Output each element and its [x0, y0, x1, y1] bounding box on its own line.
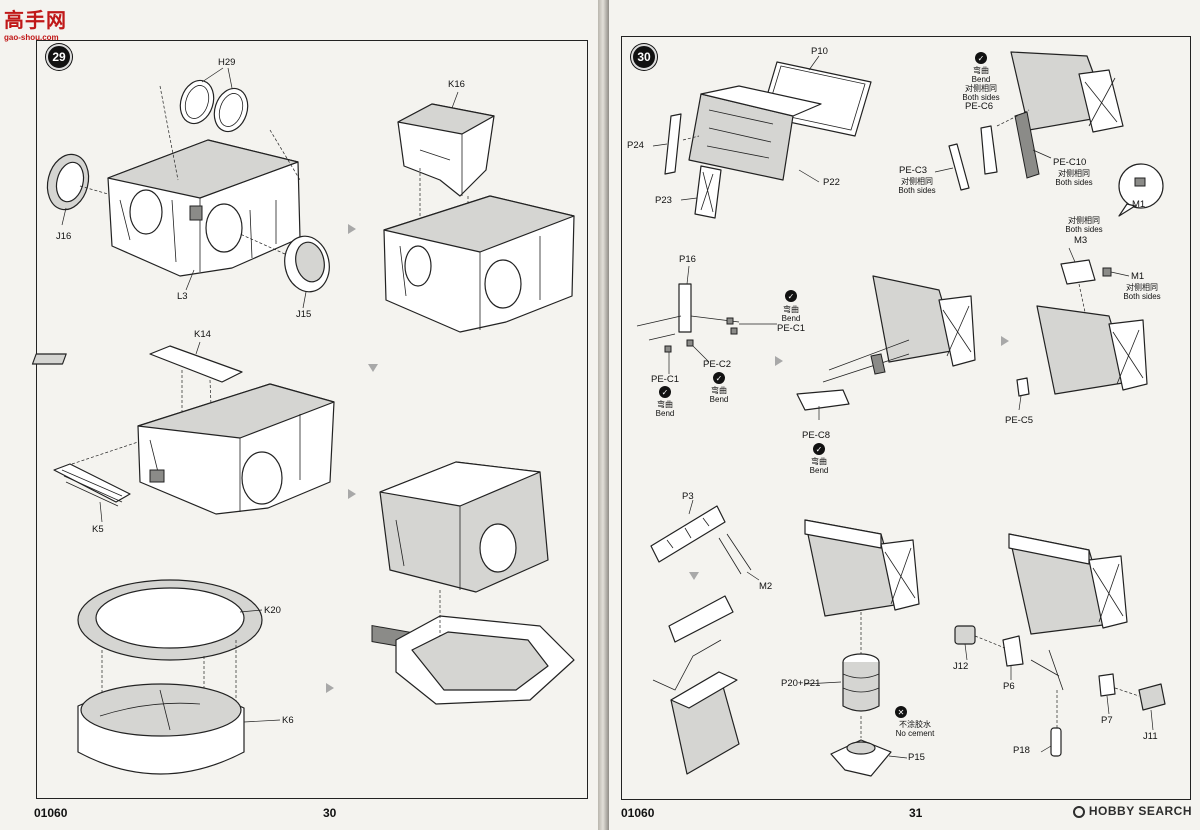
label-pe-c5: PE-C5	[1005, 415, 1033, 426]
stowage-box-top	[652, 55, 872, 219]
part-k16	[397, 91, 495, 232]
part-j15	[239, 233, 330, 309]
watermark-site-name: 高手网	[4, 8, 67, 32]
page-frame	[36, 40, 588, 799]
catalog-number-right: 01060	[621, 806, 655, 820]
binding-gutter	[598, 0, 609, 830]
arrow-down-icon	[368, 364, 378, 372]
no-cement-icon: ✕	[895, 706, 907, 718]
label-l3: L3	[177, 291, 188, 302]
catalog-number-left: 01060	[34, 806, 68, 820]
label-h29: H29	[218, 57, 236, 68]
label-j12: J12	[953, 661, 969, 672]
arrow-right-icon	[1001, 336, 1009, 346]
arrow-right-icon	[775, 356, 783, 366]
part-k6	[77, 683, 281, 775]
check-circle-icon: ✓	[813, 443, 825, 455]
label-p20-p21: P20+P21	[781, 678, 821, 689]
stowage-box-top-right	[934, 51, 1124, 191]
hobby-search-watermark: HOBBY SEARCH	[1072, 804, 1192, 818]
watermark-logo: 高手网 gao-shou.com	[4, 4, 67, 42]
page-number-left: 30	[323, 806, 337, 820]
label-p23: P23	[655, 195, 672, 206]
arrow-down-icon	[689, 572, 699, 580]
label-j16: J16	[56, 231, 72, 242]
label-p22: P22	[823, 177, 840, 188]
label-k5: K5	[92, 524, 104, 535]
label-p3: P3	[682, 491, 694, 502]
watermark-site-url: gao-shou.com	[4, 33, 59, 42]
box-with-mount	[796, 275, 976, 420]
label-pe-c8: PE-C8	[802, 430, 830, 441]
label-m2: M2	[759, 581, 773, 592]
label-p24: P24	[627, 140, 644, 151]
part-l3	[107, 85, 301, 291]
label-p7: P7	[1101, 715, 1113, 726]
assembly-result-2	[371, 461, 575, 705]
m1-callout	[1118, 163, 1164, 217]
label-p15: P15	[908, 752, 925, 763]
part-j16	[46, 153, 151, 226]
label-p16: P16	[679, 254, 696, 265]
label-p6: P6	[1003, 681, 1015, 692]
box-final	[954, 533, 1166, 757]
arrow-right-icon	[326, 683, 334, 693]
check-circle-icon: ✓	[785, 290, 797, 302]
check-circle-icon: ✓	[659, 386, 671, 398]
hobby-search-logo-icon	[1072, 806, 1085, 818]
assembly-result-1	[383, 195, 575, 333]
label-pe-c6: PE-C6	[965, 101, 993, 112]
part-h29	[179, 67, 249, 133]
p3-assembly	[650, 499, 760, 775]
label-m3: M3	[1074, 235, 1088, 246]
check-circle-icon: ✓	[713, 372, 725, 384]
mount-frame	[636, 265, 777, 374]
box-with-smoke-discharger	[804, 519, 920, 777]
label-j15: J15	[296, 309, 312, 320]
label-m1-callout: M1	[1132, 199, 1146, 210]
label-p18: P18	[1013, 745, 1030, 756]
label-k16: K16	[448, 79, 465, 90]
step-badge-29: 29	[46, 44, 72, 70]
part-k20	[77, 579, 263, 712]
check-circle-icon: ✓	[975, 52, 987, 64]
label-k20: K20	[264, 605, 281, 616]
step30-drawing	[636, 51, 1166, 777]
part-k5	[53, 437, 151, 523]
label-m1: M1	[1131, 271, 1145, 282]
label-pe-c1-left: PE-C1	[651, 374, 679, 385]
label-k14: K14	[194, 329, 211, 340]
page-number-right: 31	[909, 806, 923, 820]
label-pe-c10: PE-C10	[1053, 157, 1087, 168]
label-pe-c2: PE-C2	[703, 359, 731, 370]
step29-drawing	[31, 67, 575, 775]
label-j11: J11	[1143, 731, 1158, 742]
label-k6: K6	[282, 715, 294, 726]
arrow-right-icon	[348, 224, 356, 234]
page-frame	[621, 36, 1191, 800]
page-left: 高手网 gao-shou.com 29	[0, 0, 598, 830]
label-pe-c1-right: PE-C1	[777, 323, 805, 334]
page-right: 30	[609, 0, 1200, 830]
arrow-right-icon	[348, 489, 356, 499]
label-pe-c3: PE-C3	[899, 165, 927, 176]
label-p10: P10	[811, 46, 828, 57]
hull-stage-2	[137, 383, 335, 515]
box-with-m3	[1016, 247, 1148, 411]
step-badge-30: 30	[631, 44, 657, 70]
